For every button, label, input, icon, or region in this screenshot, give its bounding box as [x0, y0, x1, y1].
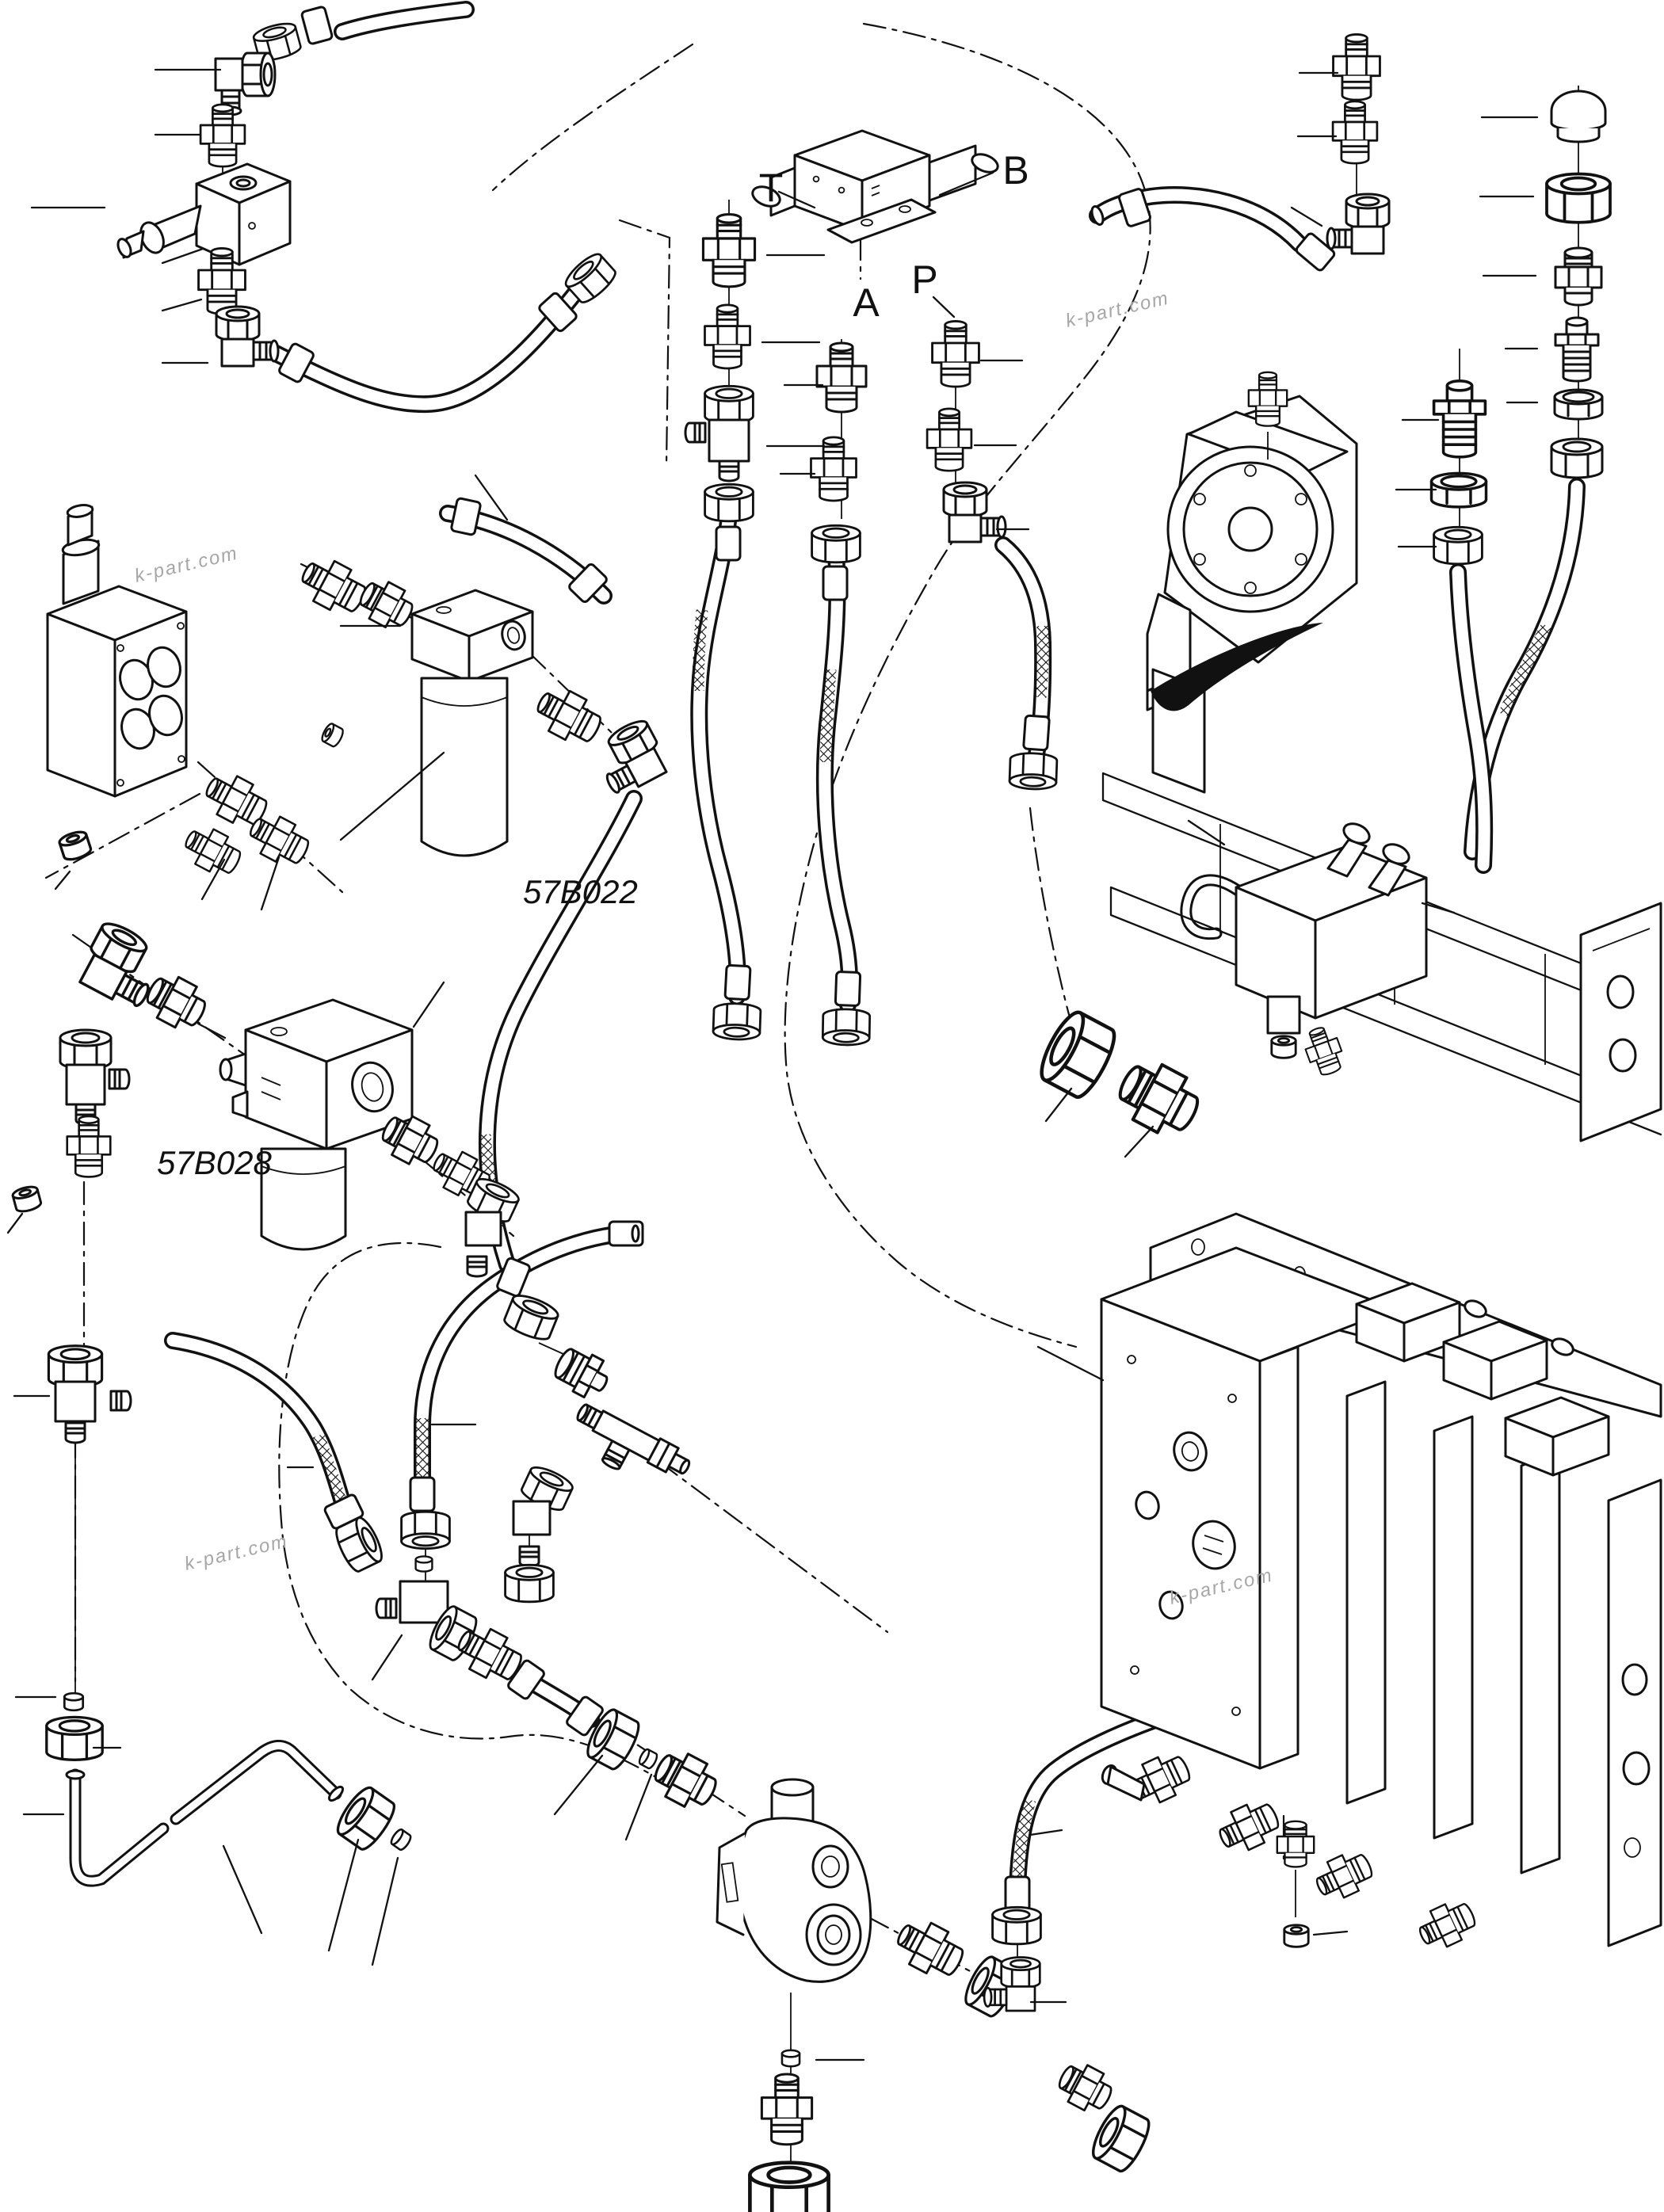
frame-swoosh — [1151, 623, 1323, 711]
hex-nut — [45, 1715, 104, 1761]
hose-nut — [811, 524, 861, 564]
cartridge-relief-valve — [116, 162, 292, 266]
pump-supply-chain — [1090, 33, 1391, 273]
return-filter-group — [46, 496, 673, 883]
hose-ferrule — [834, 970, 862, 1008]
solenoid-directional-valve — [751, 129, 999, 244]
port-t-chain — [684, 212, 762, 1042]
olive-ring — [63, 1691, 85, 1712]
locknut — [1553, 388, 1604, 421]
plug — [1283, 1924, 1310, 1948]
port-label-a: A — [853, 280, 880, 325]
tee-fitting — [684, 384, 754, 482]
elbow-below-filter — [464, 1173, 523, 1278]
hose-ferrule — [409, 1476, 436, 1512]
chassis-frame — [1101, 623, 1662, 1142]
dome-cap — [1550, 90, 1607, 143]
tank-line-group — [45, 1344, 414, 1855]
chassis-manifold — [1235, 822, 1428, 1080]
pilot-valve — [1355, 1282, 1487, 1363]
pilot-valve — [1504, 1396, 1610, 1477]
text-labels: T B A P 57B022 57B028 — [157, 148, 1029, 1181]
hose-ferrule — [1022, 714, 1051, 752]
elbow-fitting — [512, 1462, 577, 1568]
port-label-p: P — [911, 257, 937, 302]
hose-ferrule — [715, 525, 742, 562]
pressure-filter-group — [10, 917, 523, 1278]
swivel-nut — [821, 1007, 872, 1047]
center-hose-cluster — [322, 1220, 725, 1817]
swivel-nut — [1008, 751, 1059, 791]
locknut — [1429, 471, 1488, 509]
swivel-tee — [59, 1028, 131, 1126]
hose-ferrule — [449, 496, 483, 537]
swivel-nut — [1433, 525, 1483, 566]
return-filter-57B022 — [410, 589, 534, 857]
port-label-b: B — [1002, 148, 1029, 193]
hex-nut — [750, 2163, 828, 2212]
leader-lines — [6, 68, 1539, 2061]
relief-block — [46, 504, 188, 798]
tee-fitting — [47, 1344, 132, 1444]
priority-valve — [716, 1778, 872, 2212]
hose-ferrule — [1004, 1875, 1031, 1912]
swivel-nut — [991, 1905, 1042, 1946]
swivel-nut — [712, 1001, 762, 1042]
relief-valve-assembly — [116, 5, 620, 385]
pilot-valve — [1442, 1320, 1574, 1401]
part-ref-57B028: 57B028 — [157, 1144, 272, 1181]
swivel-nut — [1550, 437, 1604, 479]
side-valve-plate — [1579, 902, 1662, 1142]
hose-nut — [704, 482, 754, 523]
hoses — [65, 1, 1586, 1899]
olive-ring — [780, 2049, 801, 2068]
hose-ferrule — [822, 565, 849, 601]
part-ref-57B022: 57B022 — [523, 873, 638, 910]
hex-nut — [1545, 172, 1612, 224]
hose-ferrule — [723, 963, 752, 1001]
control-valve-bank — [1100, 1212, 1662, 1956]
tee-fitting — [375, 1555, 482, 1665]
swivel-nut — [504, 1563, 555, 1604]
swivel-nut — [400, 1510, 451, 1550]
port-label-t: T — [759, 166, 784, 210]
